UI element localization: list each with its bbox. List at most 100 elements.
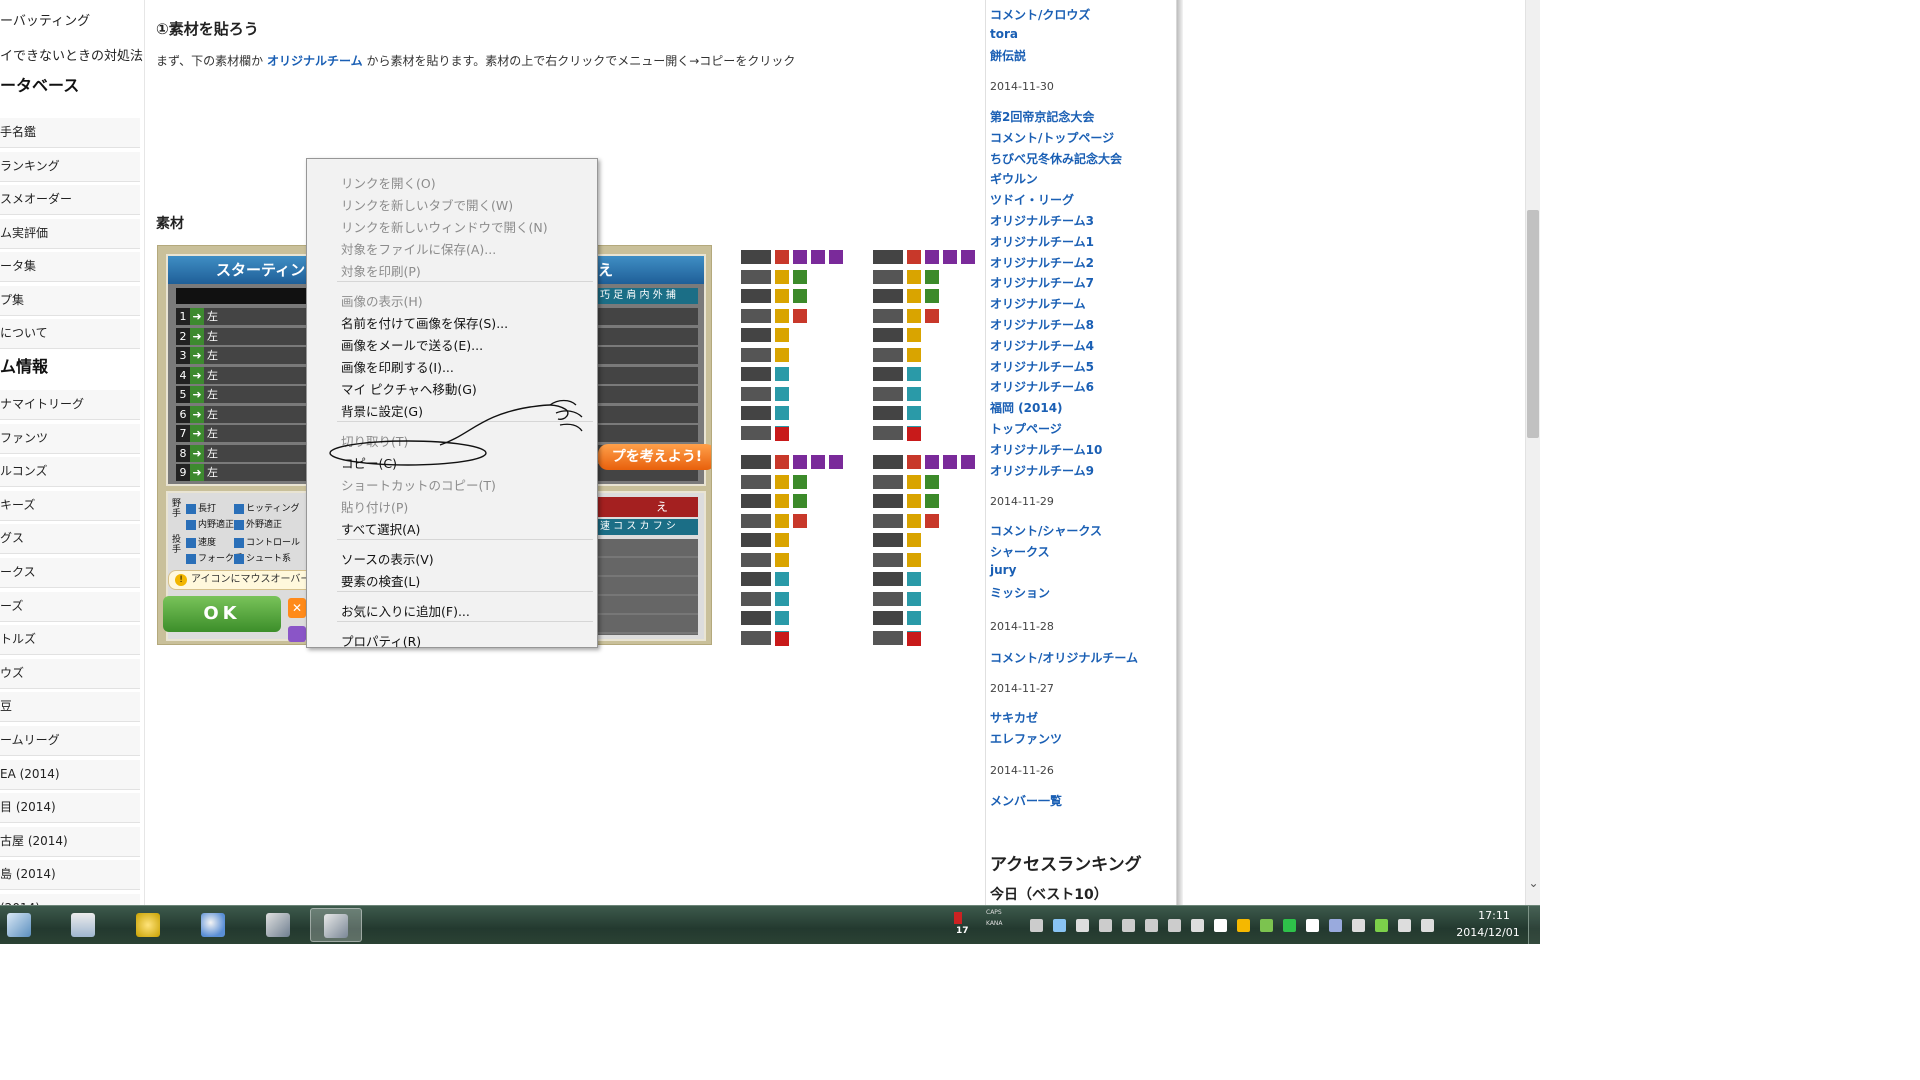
context-menu-item[interactable]: ソースの表示(V) [341, 552, 434, 567]
clock-time[interactable]: 17:11 [1478, 909, 1510, 922]
tray-icon[interactable] [1398, 919, 1411, 932]
sidebar-item[interactable]: ルコンズ [0, 457, 140, 488]
recent-change-link[interactable]: tora [990, 26, 1018, 41]
context-menu-item[interactable]: 要素の検査(L) [341, 574, 421, 589]
icon-grid[interactable] [873, 455, 993, 646]
sidebar-item[interactable]: ウズ [0, 658, 140, 689]
recent-change-link[interactable]: ちびべ兄冬休み記念大会 [990, 151, 1123, 166]
tray-icon[interactable] [1122, 919, 1135, 932]
sidebar-item[interactable]: ファンツ [0, 423, 140, 454]
scrollbar-thumb[interactable] [1527, 210, 1539, 438]
tray-icon[interactable] [1306, 919, 1319, 932]
scroll-down-arrow-icon[interactable]: ⌄ [1528, 876, 1539, 890]
recent-change-link[interactable]: ミッション [990, 585, 1051, 600]
tray-icon[interactable] [1214, 919, 1227, 932]
recent-change-link[interactable]: 第2回帝京記念大会 [990, 110, 1095, 124]
tray-icon[interactable] [1191, 919, 1204, 932]
recent-change-link[interactable]: オリジナルチーム3 [990, 214, 1094, 228]
ime-icon[interactable] [954, 912, 962, 924]
context-menu-item[interactable]: 背景に設定(G) [341, 404, 423, 419]
ok-button[interactable]: OK [163, 596, 281, 632]
sidebar-item[interactable]: 手名鑑 [0, 118, 140, 148]
icon-grid[interactable] [873, 250, 993, 441]
recent-change-link[interactable]: ツドイ・リーグ [990, 193, 1075, 208]
tray-icon[interactable] [1145, 919, 1158, 932]
sidebar-item[interactable]: ナマイトリーグ [0, 390, 140, 420]
recent-change-link[interactable]: コメント/シャークス [990, 524, 1103, 538]
sidebar-item[interactable]: ム実評価 [0, 218, 140, 249]
tray-icon[interactable] [1168, 919, 1181, 932]
recent-change-link[interactable]: エレファンツ [990, 732, 1063, 746]
purple-button[interactable] [288, 626, 306, 642]
sidebar-item[interactable]: グス [0, 524, 140, 555]
tray-icon[interactable] [1237, 919, 1250, 932]
taskbar-app-java[interactable] [58, 908, 110, 942]
context-menu-item[interactable]: プロパティ(R) [341, 634, 422, 649]
tray-icon[interactable] [1099, 919, 1112, 932]
recent-change-link[interactable]: コメント/トップページ [990, 130, 1115, 145]
icon-grid[interactable] [741, 455, 861, 646]
tray-icon[interactable] [1329, 919, 1342, 932]
recent-change-link[interactable]: オリジナルチーム5 [990, 359, 1094, 374]
recent-change-link[interactable]: オリジナルチーム10 [990, 442, 1103, 457]
context-menu-item[interactable]: コピー(C) [341, 456, 397, 471]
sidebar-item[interactable]: ランキング [0, 151, 140, 182]
recent-change-link[interactable]: メンバー一覧 [990, 794, 1063, 808]
sidebar-item[interactable]: EA (2014) [0, 759, 140, 790]
original-team-link[interactable]: オリジナルチーム [266, 54, 363, 68]
tray-icon[interactable] [1076, 919, 1089, 932]
tray-icon[interactable] [1283, 919, 1296, 932]
icon-grid[interactable] [741, 250, 861, 441]
vertical-scrollbar[interactable]: ⌄ [1525, 0, 1540, 905]
taskbar-app-paint[interactable] [188, 908, 240, 942]
sidebar-item[interactable]: プ集 [0, 285, 140, 316]
sidebar-item[interactable]: トルズ [0, 625, 140, 656]
sidebar-item[interactable]: 豆 [0, 692, 140, 723]
sidebar-item[interactable]: について [0, 319, 140, 349]
recent-change-link[interactable]: ギウルン [990, 172, 1038, 187]
recent-change-link[interactable]: オリジナルチーム1 [990, 234, 1094, 249]
context-menu-item[interactable]: 名前を付けて画像を保存(S)... [341, 316, 509, 331]
sidebar-item[interactable]: ータ集 [0, 252, 140, 282]
recent-change-link[interactable]: トップページ [990, 422, 1062, 436]
tray-icon[interactable] [1421, 919, 1434, 932]
recent-change-link[interactable]: オリジナルチーム9 [990, 463, 1094, 478]
tray-icon[interactable] [1030, 919, 1043, 932]
taskbar-app-folder[interactable] [253, 908, 305, 942]
recent-change-link[interactable]: 福岡 (2014) [990, 401, 1063, 416]
sidebar-item[interactable]: ークス [0, 558, 140, 588]
sidebar-item[interactable]: 目 (2014) [0, 793, 140, 824]
recent-change-link[interactable]: サキカゼ [990, 711, 1039, 725]
taskbar-app-game[interactable] [123, 908, 175, 942]
recent-change-link[interactable]: オリジナルチーム4 [990, 338, 1094, 353]
sidebar-item[interactable]: 古屋 (2014) [0, 826, 140, 857]
recent-change-link[interactable]: オリジナルチーム [990, 297, 1086, 312]
show-desktop-button[interactable] [1528, 906, 1540, 944]
recent-change-link[interactable]: オリジナルチーム8 [990, 318, 1094, 332]
tray-icon[interactable] [1260, 919, 1273, 932]
clock-date[interactable]: 2014/12/01 [1456, 926, 1520, 939]
context-menu-item[interactable]: お気に入りに追加(F)... [341, 604, 470, 619]
recent-change-link[interactable]: jury [990, 563, 1017, 577]
context-menu-item[interactable]: すべて選択(A) [341, 522, 421, 537]
sidebar-item[interactable]: スメオーダー [0, 185, 140, 215]
sidebar-item[interactable]: キーズ [0, 490, 140, 521]
recent-change-link[interactable]: シャークス [990, 544, 1050, 559]
tray-icon[interactable] [1053, 919, 1066, 932]
orange-banner-button[interactable]: プを考えよう! [598, 444, 711, 470]
sidebar-link[interactable]: イできないときの対処法 [0, 49, 144, 64]
tray-icon[interactable] [1375, 919, 1388, 932]
recent-change-link[interactable]: オリジナルチーム6 [990, 380, 1094, 395]
recent-change-link[interactable]: 餅伝説 [990, 49, 1027, 63]
recent-change-link[interactable]: コメント/クロウズ [990, 8, 1091, 22]
taskbar-app-active[interactable] [310, 908, 362, 942]
start-button[interactable] [0, 908, 38, 942]
sidebar-item[interactable]: 島 (2014) [0, 860, 140, 891]
tray-icon[interactable] [1352, 919, 1365, 932]
context-menu-item[interactable]: マイ ピクチャへ移動(G) [341, 382, 477, 397]
sidebar-item[interactable]: (2014) [0, 894, 140, 905]
context-menu-item[interactable]: 画像を印刷する(I)... [341, 360, 454, 375]
sidebar-item[interactable]: ーズ [0, 591, 140, 622]
recent-change-link[interactable]: コメント/オリジナルチーム [990, 651, 1139, 665]
sidebar-link[interactable]: ーバッティング [0, 14, 91, 29]
